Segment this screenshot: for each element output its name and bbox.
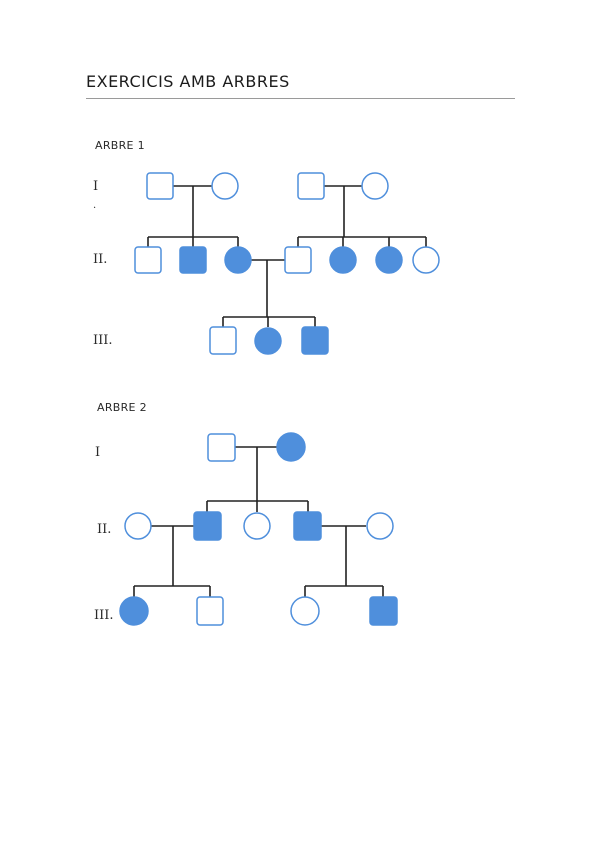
tree1-ii-5-female-affected xyxy=(329,246,357,274)
tree1-ii-3-female-affected xyxy=(224,246,252,274)
tree2-iii-3-female-unaffected xyxy=(290,596,320,626)
tree2-individuals xyxy=(119,432,398,626)
tree2-i-2-female-affected xyxy=(276,432,306,462)
page-title: EXERCICIS AMB ARBRES xyxy=(86,72,290,91)
tree1-i-4-female-unaffected xyxy=(361,172,389,200)
tree2-gen-ii-label: II. xyxy=(97,522,112,537)
tree1-i-2-female-unaffected xyxy=(211,172,239,200)
tree2-ii-3-female-unaffected xyxy=(243,512,271,540)
tree1-label: ARBRE 1 xyxy=(95,139,145,152)
tree1-ii-2-male-affected xyxy=(179,246,207,274)
tree2-i-1-male-unaffected xyxy=(207,433,236,462)
tree1-iii-1-male-unaffected xyxy=(209,326,237,355)
tree2-iii-2-male-unaffected xyxy=(196,596,224,626)
tree1-i-3-male-unaffected xyxy=(297,172,325,200)
tree2-ii-4-male-affected xyxy=(293,511,322,541)
tree1-gen-ii-label: II. xyxy=(93,252,108,267)
title-underline xyxy=(86,98,515,99)
tree2-lines xyxy=(133,446,384,597)
tree1-individuals xyxy=(134,172,440,355)
tree1-iii-3-male-affected xyxy=(301,326,329,355)
tree1-gen-iii-label: III. xyxy=(93,333,113,348)
tree2-gen-iii-label: III. xyxy=(94,608,114,623)
tree1-iii-2-female-affected xyxy=(254,327,282,355)
tree1-i-1-male-unaffected xyxy=(146,172,174,200)
tree2-iii-4-male-affected xyxy=(369,596,398,626)
tree2-label: ARBRE 2 xyxy=(97,401,147,414)
tree1-ii-6-female-affected xyxy=(375,246,403,274)
tree1-stray-mark: . xyxy=(93,200,97,211)
tree1-lines xyxy=(147,185,427,327)
tree2-ii-1-female-unaffected xyxy=(124,512,152,540)
tree1-ii-7-female-unaffected xyxy=(412,246,440,274)
tree2-gen-i-label: I xyxy=(95,445,101,460)
tree2-iii-1-female-affected xyxy=(119,596,149,626)
tree2-ii-5-female-unaffected xyxy=(366,512,394,540)
tree1-gen-i-label: I xyxy=(93,179,99,194)
tree2-ii-2-male-affected xyxy=(193,511,222,541)
tree1-ii-4-male-unaffected xyxy=(284,246,312,274)
tree1-ii-1-male-unaffected xyxy=(134,246,162,274)
